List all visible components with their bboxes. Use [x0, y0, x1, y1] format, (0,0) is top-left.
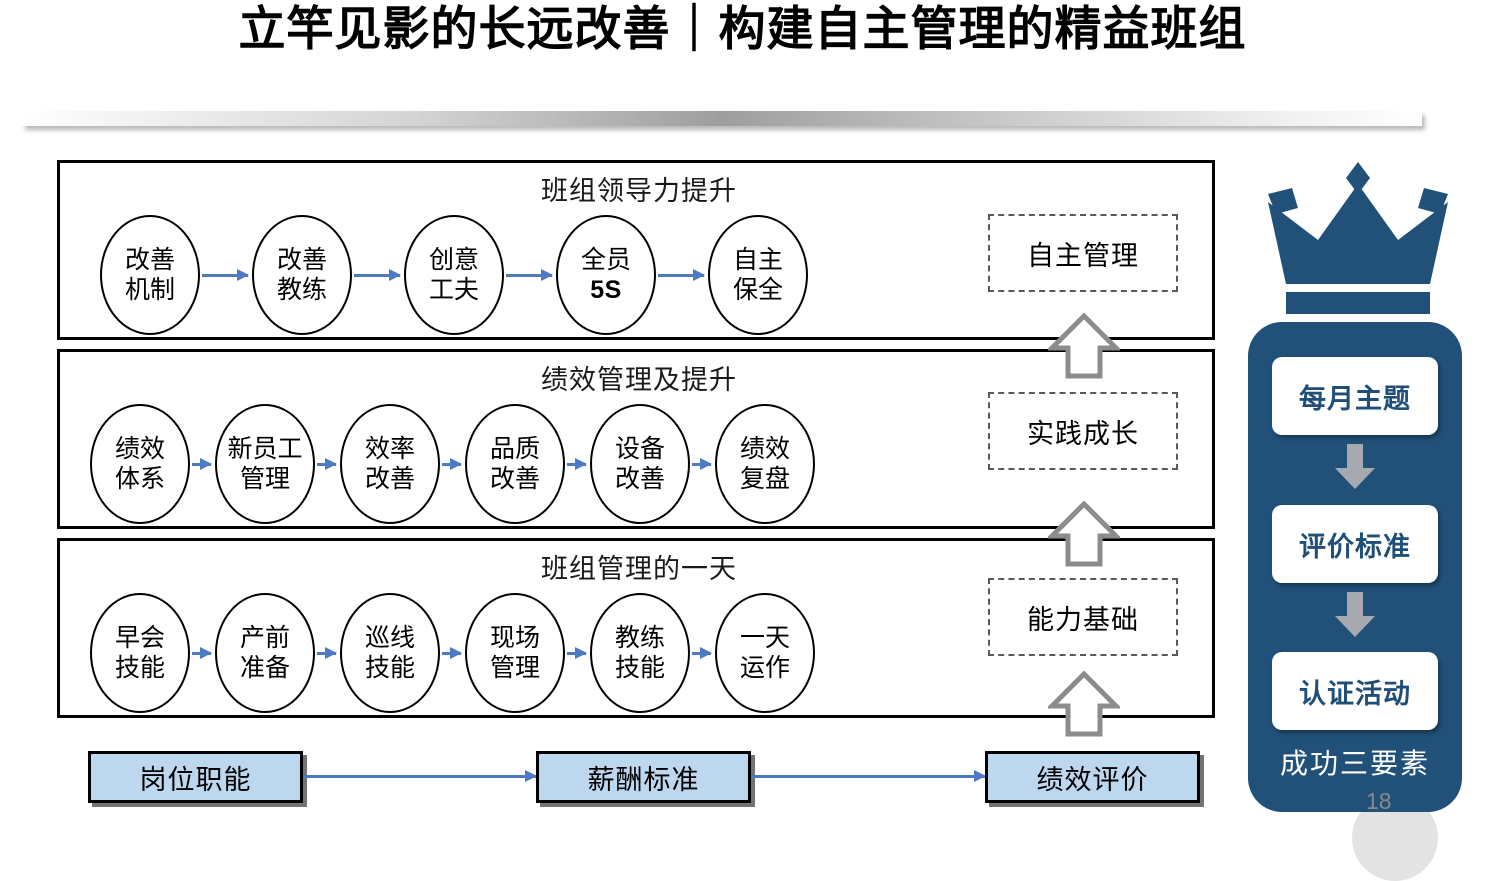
row-node-track: 绩效体系新员工管理效率改善品质改善设备改善绩效复盘: [60, 404, 1020, 524]
bottom-flow-arrow: [751, 770, 986, 782]
bottom-flow-arrow: [303, 770, 537, 782]
connector-arrow: [317, 458, 337, 470]
node-label-line2: 工夫: [428, 276, 479, 304]
success-factors-panel: 每月主题 评价标准 认证活动 成功三要素: [1248, 322, 1462, 812]
connector-arrow: [567, 458, 587, 470]
node-label-line1: 新员工: [227, 435, 303, 463]
outcome-box-autonomous-management: 自主管理: [988, 214, 1178, 292]
page-number: 18: [1366, 788, 1392, 814]
connector-arrow: [442, 458, 462, 470]
row-header: 绩效管理及提升: [541, 365, 737, 395]
node-label-line2: 5S: [590, 276, 622, 304]
node-circle[interactable]: 新员工管理: [215, 404, 315, 524]
node-circle[interactable]: 绩效体系: [90, 404, 190, 524]
up-arrow-icon: [1045, 310, 1123, 382]
bottom-flow-box-job-function: 岗位职能: [88, 751, 303, 803]
node-label-line2: 准备: [239, 654, 290, 682]
row-header: 班组管理的一天: [541, 554, 737, 584]
connector-arrow: [317, 647, 337, 659]
node-circle[interactable]: 改善教练: [252, 215, 352, 335]
node-label-line2: 体系: [114, 465, 165, 493]
down-arrow-icon: [1334, 444, 1376, 490]
node-label-line2: 改善: [614, 465, 665, 493]
node-label-line1: 效率: [364, 435, 415, 463]
row-node-track: 早会技能产前准备巡线技能现场管理教练技能一天运作: [60, 593, 1020, 713]
up-arrow-icon: [1045, 668, 1123, 740]
node-label-line1: 自主: [732, 246, 783, 274]
node-label-line2: 管理: [239, 465, 290, 493]
node-label-line2: 教练: [276, 276, 327, 304]
node-label-line1: 巡线: [364, 624, 415, 652]
node-circle[interactable]: 效率改善: [340, 404, 440, 524]
node-label-line2: 技能: [114, 654, 165, 682]
crown-icon: [1258, 158, 1458, 318]
node-circle[interactable]: 现场管理: [465, 593, 565, 713]
connector-arrow: [692, 458, 712, 470]
outcome-box-practice-growth: 实践成长: [988, 392, 1178, 470]
connector-arrow: [354, 269, 401, 281]
node-circle[interactable]: 一天运作: [715, 593, 815, 713]
node-circle[interactable]: 设备改善: [590, 404, 690, 524]
down-arrow-icon: [1334, 592, 1376, 638]
node-label-line1: 改善: [124, 246, 175, 274]
connector-arrow: [192, 647, 212, 659]
node-label-line2: 运作: [739, 654, 790, 682]
node-circle[interactable]: 品质改善: [465, 404, 565, 524]
bottom-flow-box-salary-standard: 薪酬标准: [536, 751, 751, 803]
node-label-line2: 技能: [364, 654, 415, 682]
node-label-line2: 复盘: [739, 465, 790, 493]
node-label-line2: 改善: [489, 465, 540, 493]
node-circle[interactable]: 教练技能: [590, 593, 690, 713]
up-arrow-icon: [1045, 498, 1123, 570]
node-label-line2: 保全: [732, 276, 783, 304]
connector-arrow: [442, 647, 462, 659]
node-label-line1: 创意: [428, 246, 479, 274]
connector-arrow: [506, 269, 553, 281]
node-circle[interactable]: 绩效复盘: [715, 404, 815, 524]
node-label-line2: 管理: [489, 654, 540, 682]
node-circle[interactable]: 巡线技能: [340, 593, 440, 713]
page-title: 立竿见影的长远改善｜构建自主管理的精益班组: [238, 2, 1247, 55]
node-circle[interactable]: 早会技能: [90, 593, 190, 713]
node-label-line1: 绩效: [739, 435, 790, 463]
sidebar-footer-label: 成功三要素: [1279, 748, 1430, 779]
node-circle[interactable]: 改善机制: [100, 215, 200, 335]
bottom-flow-box-performance-evaluation: 绩效评价: [985, 751, 1200, 803]
node-circle[interactable]: 自主保全: [708, 215, 808, 335]
node-circle[interactable]: 产前准备: [215, 593, 315, 713]
node-label-line1: 一天: [739, 624, 790, 652]
connector-arrow: [202, 269, 249, 281]
outcome-box-capability-foundation: 能力基础: [988, 578, 1178, 656]
sidebar-card-certification-activity[interactable]: 认证活动: [1272, 652, 1438, 730]
row-header: 班组领导力提升: [541, 176, 737, 206]
connector-arrow: [692, 647, 712, 659]
node-label-line1: 改善: [276, 246, 327, 274]
node-label-line1: 早会: [114, 624, 165, 652]
title-divider-bar: [22, 111, 1422, 126]
connector-arrow: [658, 269, 705, 281]
node-label-line1: 产前: [239, 624, 290, 652]
node-label-line1: 教练: [614, 624, 665, 652]
node-label-line1: 绩效: [114, 435, 165, 463]
node-label-line1: 设备: [614, 435, 665, 463]
node-label-line1: 全员: [580, 246, 631, 274]
sidebar-card-evaluation-standard[interactable]: 评价标准: [1272, 505, 1438, 583]
node-label-line2: 机制: [124, 276, 175, 304]
connector-arrow: [567, 647, 587, 659]
node-label-line1: 品质: [489, 435, 540, 463]
sidebar-card-monthly-theme[interactable]: 每月主题: [1272, 357, 1438, 435]
node-label-line2: 技能: [614, 654, 665, 682]
node-label-line1: 现场: [489, 624, 540, 652]
node-label-line2: 改善: [364, 465, 415, 493]
node-circle[interactable]: 创意工夫: [404, 215, 504, 335]
connector-arrow: [192, 458, 212, 470]
